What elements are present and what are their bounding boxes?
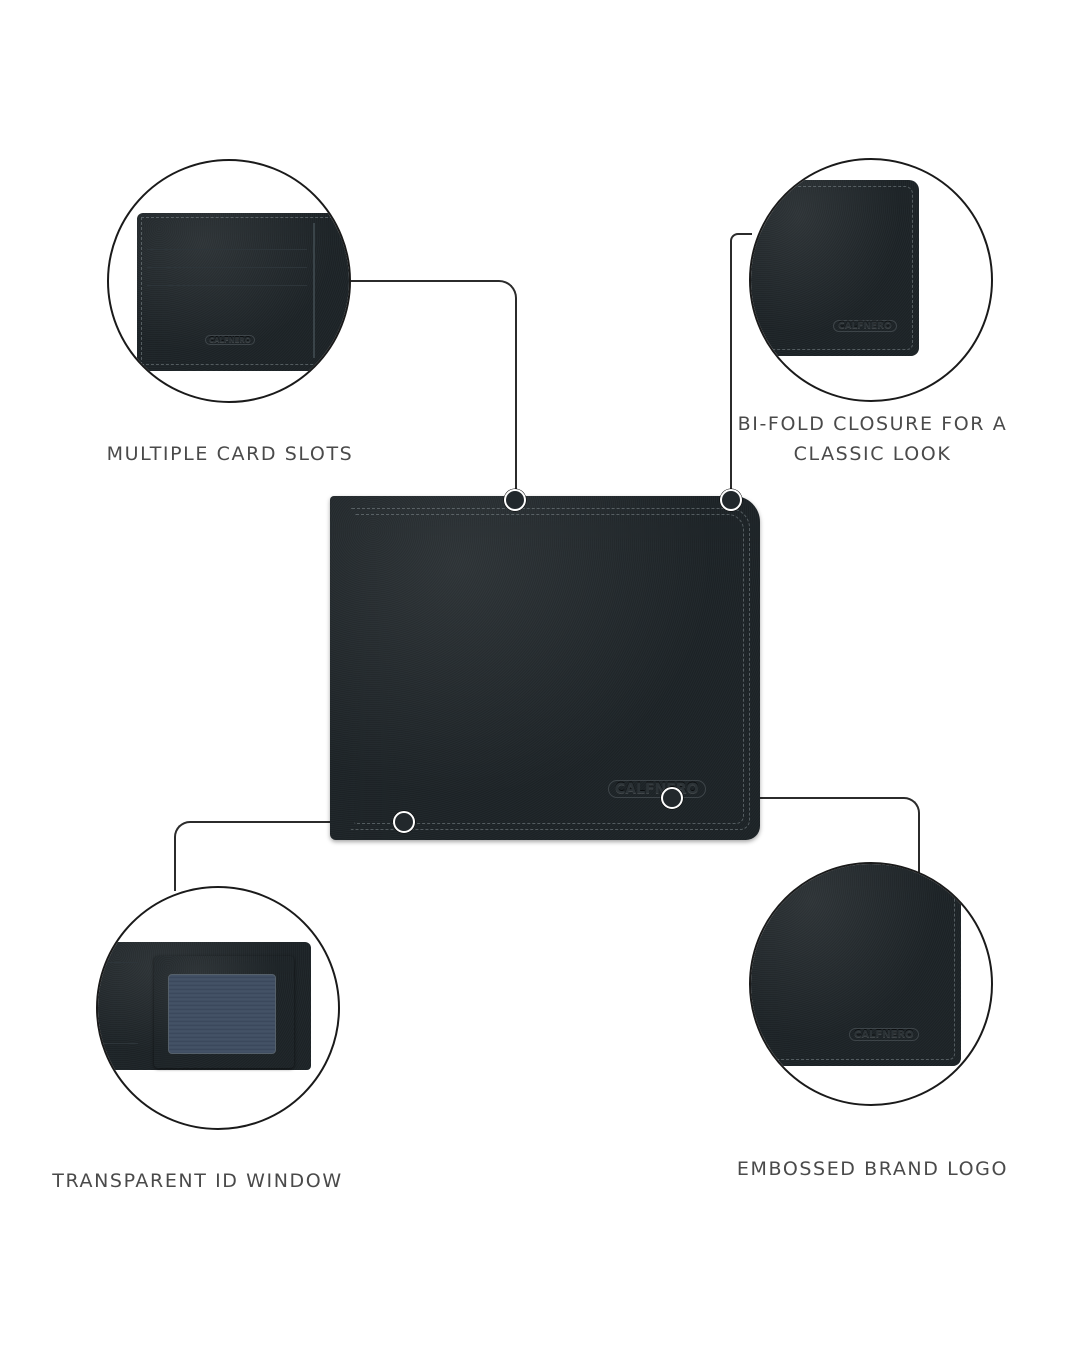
main-wallet-image: CALFNERO xyxy=(330,496,760,840)
feature-label-card-slots: MULTIPLE CARD SLOTS xyxy=(106,443,354,465)
feature-label-bifold: BI-FOLD CLOSURE FOR A CLASSIC LOOK xyxy=(720,409,1025,469)
embossed-brand-logo: CALFNERO xyxy=(608,780,706,798)
inner-brand-logo: CALFNERO xyxy=(205,335,255,345)
closeup-brand-logo: CALFNERO xyxy=(849,1028,919,1041)
open-wallet-card-slots-image: CALFNERO xyxy=(137,213,349,371)
corner-stitching xyxy=(751,186,913,350)
wallet-stitching-outer xyxy=(350,508,750,830)
connector-id-window xyxy=(174,821,336,891)
corner-brand-logo: CALFNERO xyxy=(833,320,897,332)
bifold-corner-image: CALFNERO xyxy=(751,180,919,356)
card-slot xyxy=(147,249,307,268)
detail-circle-id-window xyxy=(96,886,340,1130)
feature-label-bifold-line2: CLASSIC LOOK xyxy=(793,443,952,465)
hotspot-id-window[interactable] xyxy=(393,811,415,833)
inner-stitching xyxy=(141,217,349,365)
card-slot xyxy=(147,267,307,286)
feature-label-brand-logo: EMBOSSED BRAND LOGO xyxy=(736,1158,1009,1180)
connector-card-slots xyxy=(351,280,517,502)
connector-bifold xyxy=(730,233,752,502)
open-wallet-id-window-image xyxy=(98,942,311,1070)
card-slot xyxy=(147,231,307,250)
id-flap xyxy=(154,956,294,1068)
logo-corner-image: CALFNERO xyxy=(751,864,961,1066)
wallet-stitching-inner xyxy=(354,514,744,824)
connector-brand-logo xyxy=(680,797,920,881)
hotspot-card-slots[interactable] xyxy=(504,489,526,511)
left-card-slots xyxy=(98,962,138,1044)
hotspot-bifold[interactable] xyxy=(720,489,742,511)
logo-corner-stitching xyxy=(751,864,955,1060)
feature-label-id-window: TRANSPARENT ID WINDOW xyxy=(52,1170,343,1192)
transparent-id-window xyxy=(168,974,276,1054)
hotspot-brand-logo[interactable] xyxy=(661,787,683,809)
detail-circle-card-slots: CALFNERO xyxy=(107,159,351,403)
detail-circle-brand-logo: CALFNERO xyxy=(749,862,993,1106)
feature-label-bifold-line1: BI-FOLD CLOSURE FOR A xyxy=(737,413,1008,435)
detail-circle-bifold: CALFNERO xyxy=(749,158,993,402)
side-pocket xyxy=(313,223,315,358)
